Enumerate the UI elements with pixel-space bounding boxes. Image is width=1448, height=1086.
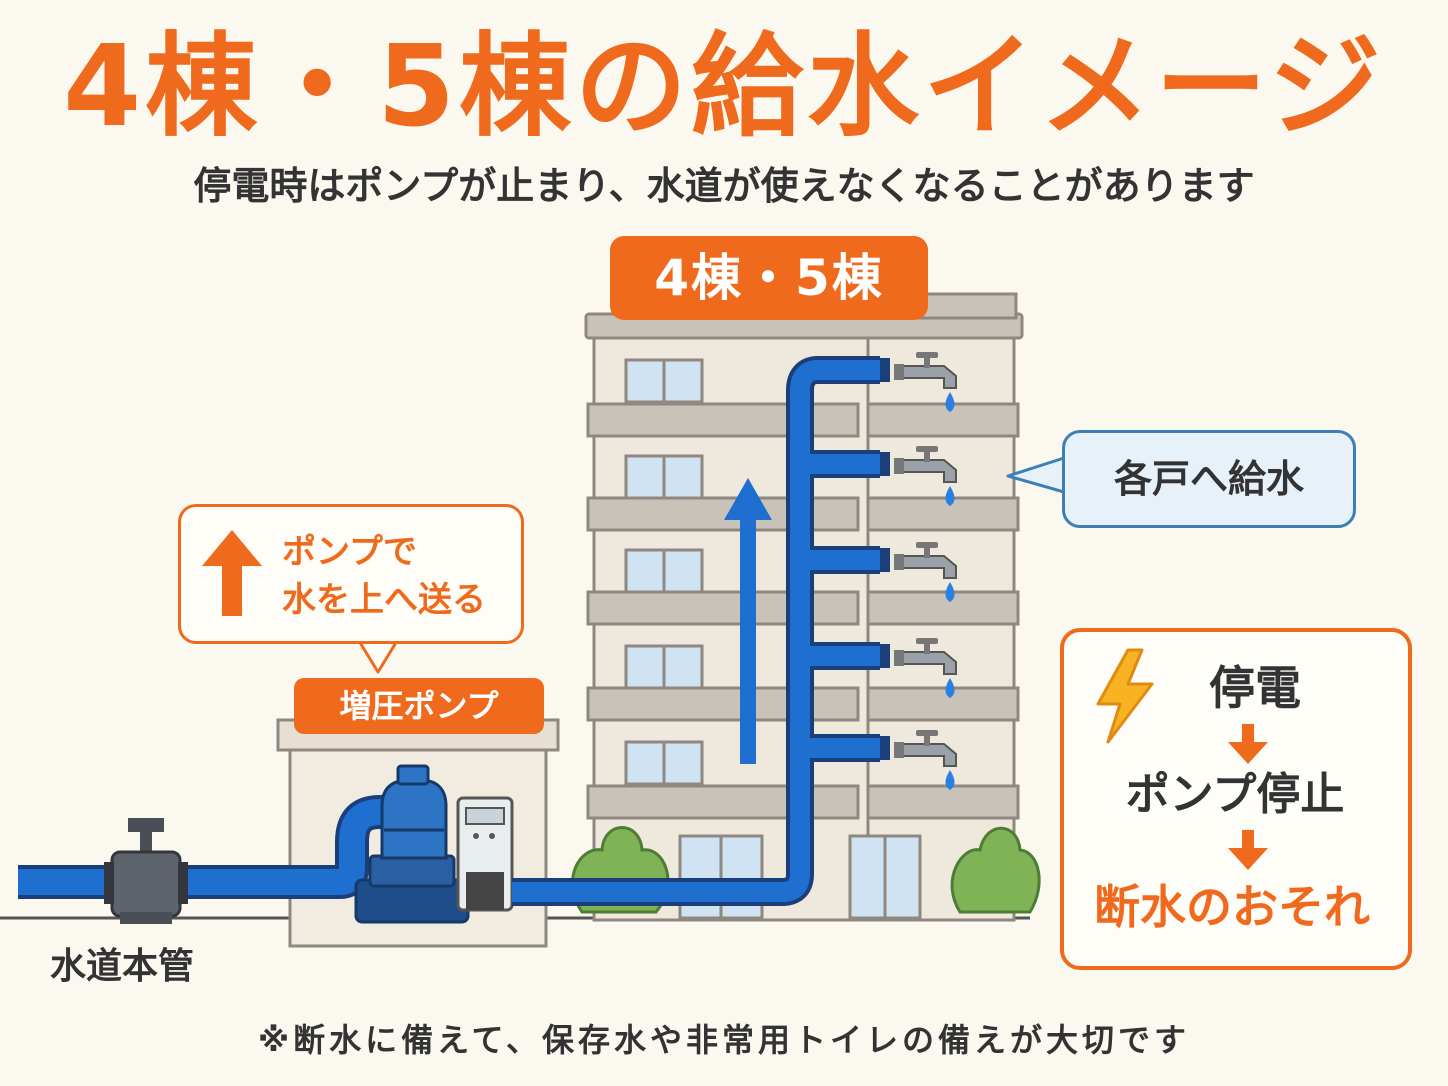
supply-pipe [512,356,880,906]
page-title: 4棟・5棟の給水イメージ [63,22,1385,152]
footnote: ※断水に備えて、保存水や非常用トイレの備えが大切です [258,1021,1190,1059]
pump-label: 増圧ポンプ [294,678,544,734]
building-label: 4棟・5棟 [610,236,928,320]
faucet-icons [880,352,957,790]
pump-callout-text: ポンプで 水を上へ送る [282,528,512,624]
main-water-pipe [18,795,400,899]
upward-flow-arrow [724,478,772,764]
tap-callout: 各戸へ給水 [1062,430,1356,528]
outage-step-water-cut: 断水のおそれ [1094,880,1370,934]
page-subtitle: 停電時はポンプが止まり、水道が使えなくなることがあります [193,164,1255,208]
tap-callout-pointer [1006,456,1065,494]
outage-step-pump-stop: ポンプ停止 [1125,769,1345,820]
down-arrow-icon-2 [1228,830,1268,870]
main-pipe-label: 水道本管 [50,946,195,987]
outage-step-power: 停電 [1209,661,1301,715]
valve-icon [104,818,188,924]
booster-pump-icon [354,764,470,924]
pump-callout-line2: 水を上へ送る [282,580,486,620]
up-arrow-icon [202,530,262,616]
lightning-icon [1096,648,1154,744]
pump-callout-pointer [354,635,402,674]
plant-right [950,826,1041,914]
control-panel-icon [456,796,514,912]
down-arrow-icon [1228,724,1268,764]
pump-callout-line1: ポンプで [282,532,417,572]
